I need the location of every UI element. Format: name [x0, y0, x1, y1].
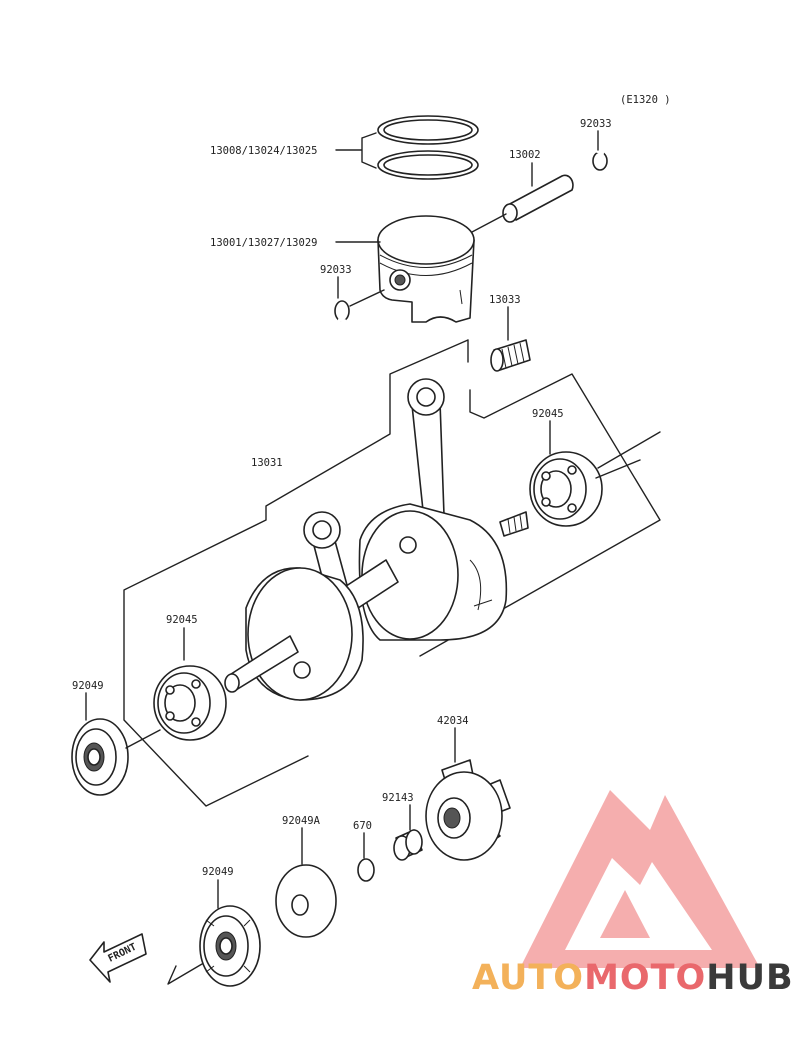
- oil-seal-plate: [275, 864, 337, 938]
- bearing-right: [529, 451, 603, 527]
- label-collar: 92143: [382, 792, 414, 804]
- bearing-left: [153, 665, 227, 741]
- label-piston-rings: 13008/13024/13025: [210, 145, 317, 157]
- circlip-top: [592, 149, 608, 171]
- crankshaft: [224, 503, 529, 701]
- label-piston-pin: 13002: [509, 149, 541, 161]
- crankshaft-bracket: [123, 339, 661, 807]
- oil-seal-left: [71, 718, 129, 796]
- label-crankshaft: 13031: [251, 457, 283, 469]
- gear: [425, 759, 511, 861]
- circlip-left: [334, 300, 350, 323]
- label-oil-seal-plate: 92049A: [282, 815, 321, 827]
- diagram-code: (E1320 ): [620, 94, 671, 106]
- label-o-ring: 670: [353, 820, 372, 832]
- label-circlip-left: 92033: [320, 264, 352, 276]
- watermark-part1: AUTO: [472, 958, 585, 998]
- label-bearing-left: 92045: [166, 614, 198, 626]
- label-piston: 13001/13027/13029: [210, 237, 317, 249]
- label-gear: 42034: [437, 715, 469, 727]
- piston: [377, 215, 475, 323]
- oil-seal-bottom: [199, 905, 261, 987]
- connecting-rod-upper: [407, 378, 445, 521]
- front-arrow: FRONT: [89, 933, 147, 983]
- needle-bearing: [490, 339, 531, 372]
- label-circlip-top: 92033: [580, 118, 612, 130]
- watermark-part3: HUB: [706, 958, 794, 998]
- label-oil-seal-bottom: 92049: [202, 866, 234, 878]
- o-ring: [357, 858, 375, 882]
- watermark-logo-triangle: [520, 790, 760, 968]
- piston-pin: [502, 174, 574, 223]
- label-bearing-right: 92045: [532, 408, 564, 420]
- label-oil-seal-left: 92049: [72, 680, 104, 692]
- collar: [393, 829, 423, 861]
- watermark-logo-text: AUTOMOTOHUB: [472, 958, 794, 998]
- piston-rings: [377, 115, 479, 180]
- label-needle-bearing: 13033: [489, 294, 521, 306]
- watermark-part2: MOTO: [584, 958, 707, 998]
